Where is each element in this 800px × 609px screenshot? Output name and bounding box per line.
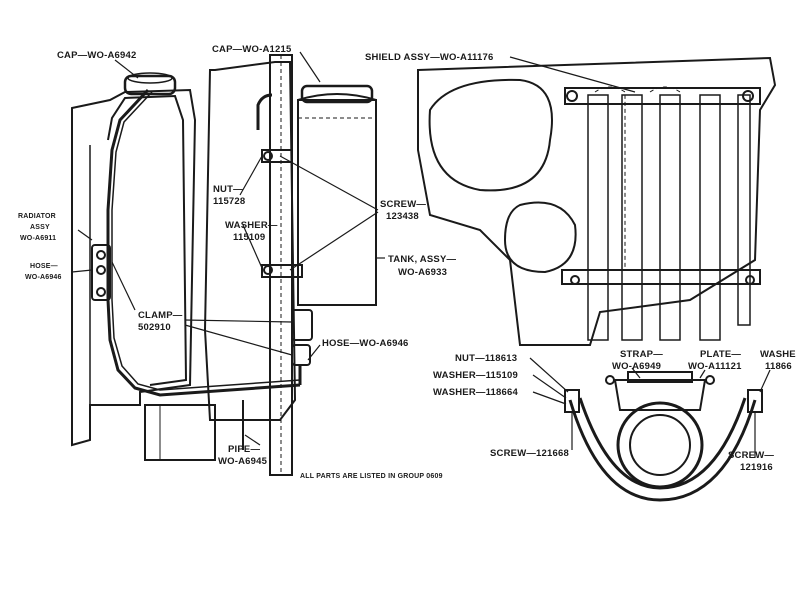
label-washer-right-2: 11866 <box>765 361 792 372</box>
label-hose-small-1: HOSE— <box>30 263 58 270</box>
label-washer-115109-1: WASHER— <box>225 220 278 231</box>
label-strap-2: WO-A6949 <box>612 361 661 372</box>
label-screw-123438-2: 123438 <box>386 211 419 222</box>
leader-shield <box>509 56 636 93</box>
label-washer-115109b: WASHER—115109 <box>433 370 518 381</box>
label-screw-123438-1: SCREW— <box>380 199 426 210</box>
strap-clamp-drawing <box>564 371 763 502</box>
label-plate-1: PLATE— <box>700 349 741 360</box>
label-radiator-1: RADIATOR <box>18 213 56 220</box>
label-tank-1: TANK, ASSY— <box>388 254 456 265</box>
label-screw-121668: SCREW—121668 <box>490 448 569 459</box>
label-pipe-1: PIPE— <box>228 444 260 455</box>
label-plate-2: WO-A11121 <box>688 361 742 372</box>
leader-lines-left <box>71 51 385 446</box>
label-nut-115728-1: NUT— <box>213 184 243 195</box>
label-hose-a6946: HOSE—WO-A6946 <box>322 338 409 349</box>
label-strap-1: STRAP— <box>620 349 663 360</box>
label-radiator-2: ASSY <box>30 224 50 231</box>
tank-assembly-drawing <box>203 54 377 476</box>
label-nut-115728-2: 115728 <box>213 196 245 207</box>
label-pipe-2: WO-A6945 <box>218 456 268 467</box>
shield-assembly-drawing <box>417 56 777 346</box>
label-tank-2: WO-A6933 <box>398 267 447 278</box>
leader-lines-right <box>529 357 771 458</box>
label-washer-115109-2: 115109 <box>233 232 265 243</box>
label-clamp-1: CLAMP— <box>138 310 183 321</box>
footer-note: ALL PARTS ARE LISTED IN GROUP 0609 <box>300 473 443 480</box>
label-nut-118613: NUT—118613 <box>455 353 517 364</box>
radiator-assembly-drawing <box>71 72 301 461</box>
label-washer-118664: WASHER—118664 <box>433 387 518 398</box>
label-screw-121916-2: 121916 <box>740 462 773 473</box>
label-radiator-3: WO-A6911 <box>20 235 56 242</box>
label-shield: SHIELD ASSY—WO-A11176 <box>365 52 493 63</box>
label-cap-a1215: CAP—WO-A1215 <box>212 44 292 55</box>
label-hose-small-2: WO-A6946 <box>25 274 62 281</box>
label-washer-right-1: WASHE <box>760 349 796 360</box>
label-screw-121916-1: SCREW— <box>728 450 774 461</box>
label-cap-a6942: CAP—WO-A6942 <box>57 50 136 61</box>
label-clamp-2: 502910 <box>138 322 171 333</box>
